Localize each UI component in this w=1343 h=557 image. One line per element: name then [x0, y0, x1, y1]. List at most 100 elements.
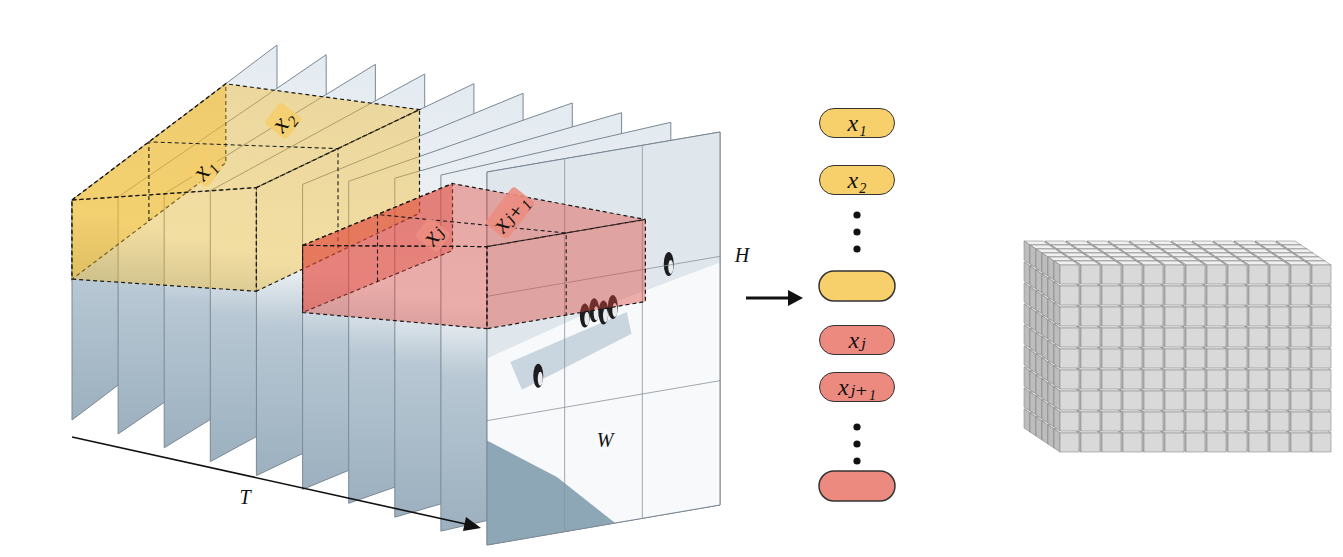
cube-side [1042, 337, 1048, 360]
time-axis [72, 437, 470, 525]
cube-front [1060, 307, 1079, 326]
tubelet-split-line [149, 142, 338, 252]
cube-front [1249, 286, 1268, 305]
cube-front [1060, 391, 1079, 410]
ellipsis-dot [853, 440, 860, 447]
cube-side [1024, 283, 1030, 306]
image-water [487, 441, 615, 545]
cube [1054, 429, 1079, 452]
cube-front [1081, 328, 1100, 347]
ellipsis-dot [853, 245, 860, 252]
cube-side [1048, 362, 1054, 385]
cube-side [1030, 371, 1036, 394]
cube-front [1186, 349, 1205, 368]
cube-front [1207, 370, 1226, 389]
cube-front [1060, 349, 1079, 368]
token-label: x₂ [848, 168, 867, 192]
cube-volume [1024, 241, 1331, 452]
cube-front [1312, 433, 1331, 452]
token-pill: xⱼ₊₁ [819, 372, 895, 402]
cube [1054, 303, 1079, 326]
cube-side [1024, 304, 1030, 327]
cube-front [1165, 412, 1184, 431]
ellipsis-dot [853, 228, 860, 235]
cube-front [1291, 265, 1310, 284]
cube-front [1249, 307, 1268, 326]
cube-front [1081, 370, 1100, 389]
cube-front [1102, 412, 1121, 431]
cube-front [1270, 391, 1289, 410]
cube-front [1102, 307, 1121, 326]
ellipsis-dot [853, 423, 860, 430]
cube-front [1207, 328, 1226, 347]
cube-front [1102, 433, 1121, 452]
cube-side [1042, 400, 1048, 423]
cube [1054, 324, 1079, 347]
cube-side [1048, 320, 1054, 343]
cube-front [1312, 412, 1331, 431]
cube-front [1249, 370, 1268, 389]
cube [1054, 387, 1079, 410]
cube-side [1048, 278, 1054, 301]
cube-front [1165, 286, 1184, 305]
cube-side [1042, 316, 1048, 339]
cube-side [1048, 383, 1054, 406]
cube-front [1228, 370, 1247, 389]
cube-side [1042, 274, 1048, 297]
cube-front [1144, 370, 1163, 389]
cube-side [1042, 379, 1048, 402]
image-ice-shadow [510, 312, 631, 390]
cube-front [1102, 349, 1121, 368]
patch-grid-line [642, 145, 643, 518]
cube [1054, 282, 1079, 305]
cube-front [1207, 433, 1226, 452]
cube-front [1165, 391, 1184, 410]
cube-side [1036, 375, 1042, 398]
cube-front [1123, 328, 1142, 347]
cube-front [1186, 286, 1205, 305]
cube-front [1144, 265, 1163, 284]
cube-front [1081, 412, 1100, 431]
cube-front [1249, 412, 1268, 431]
cube-front [1291, 328, 1310, 347]
cube-front [1249, 265, 1268, 284]
cube-side [1048, 404, 1054, 427]
cube-front [1165, 433, 1184, 452]
cube-side [1024, 367, 1030, 390]
cube-front [1060, 370, 1079, 389]
cube-side [1054, 282, 1060, 305]
cube-front [1123, 433, 1142, 452]
ellipsis-dot [853, 211, 860, 218]
cube-front [1291, 307, 1310, 326]
cube-side [1036, 312, 1042, 335]
token-pill: x₂ [819, 165, 895, 195]
cube-front [1144, 391, 1163, 410]
axis-label: H [732, 244, 752, 266]
cube-front [1228, 265, 1247, 284]
cube-front [1144, 286, 1163, 305]
cube-front [1228, 349, 1247, 368]
cube-side [1036, 291, 1042, 314]
video-frames [72, 45, 720, 545]
cube-front [1291, 391, 1310, 410]
cube [1054, 366, 1079, 389]
cube-front [1060, 286, 1079, 305]
cube-side [1048, 341, 1054, 364]
cube-side [1036, 417, 1042, 440]
cube-front [1207, 412, 1226, 431]
cube-front [1207, 349, 1226, 368]
cube-front [1165, 307, 1184, 326]
cube-front [1081, 433, 1100, 452]
cube-front [1123, 286, 1142, 305]
cube-front [1207, 391, 1226, 410]
tubelet-split-line [378, 215, 567, 316]
tubelet-face [72, 188, 256, 292]
penguin-belly [538, 372, 543, 386]
cube-front [1144, 433, 1163, 452]
cube [1054, 345, 1079, 368]
cube-front [1144, 307, 1163, 326]
red-tubelet [303, 184, 646, 329]
cube-front [1081, 286, 1100, 305]
cube-front [1270, 307, 1289, 326]
cube-front [1312, 307, 1331, 326]
